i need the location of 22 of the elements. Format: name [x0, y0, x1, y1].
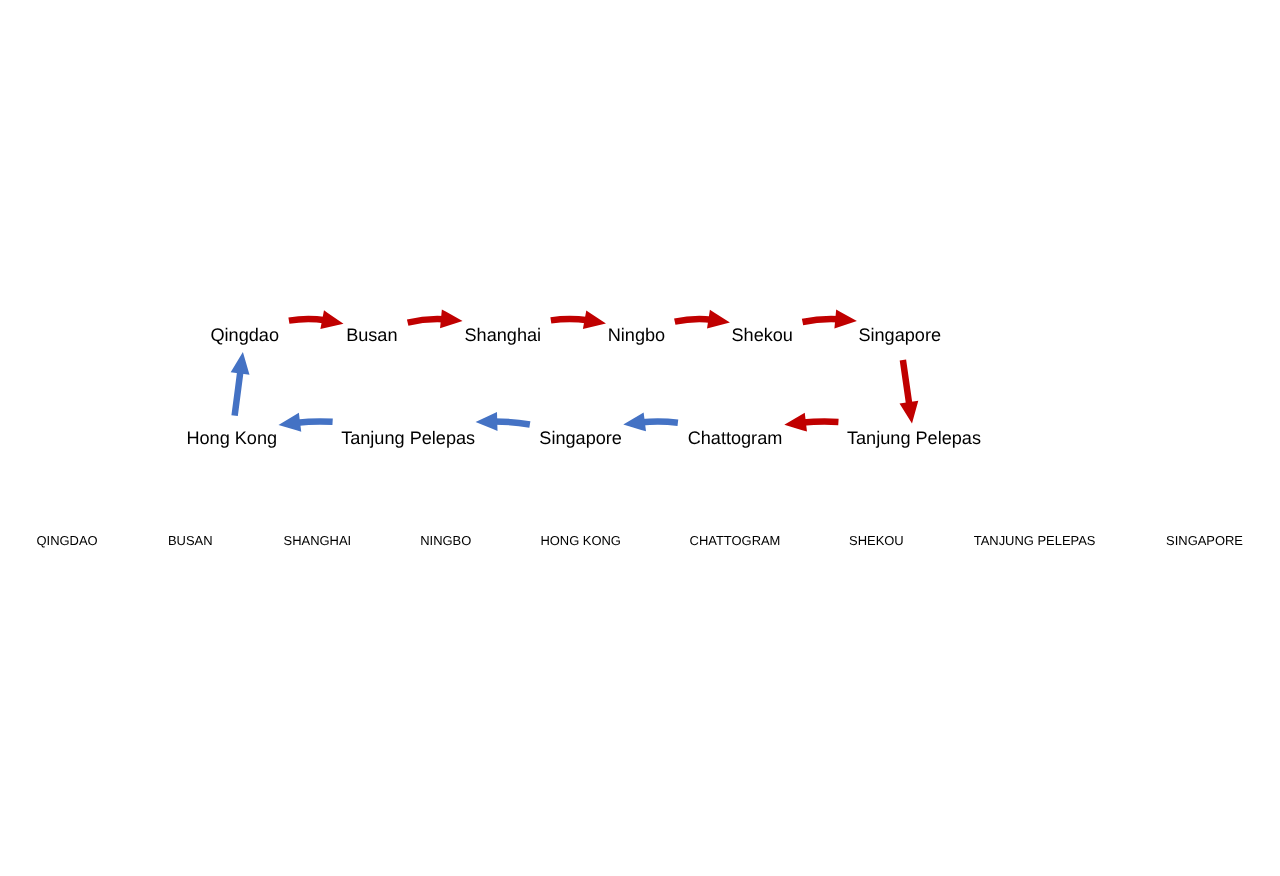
- arrow: [230, 350, 250, 416]
- arrow: [899, 358, 919, 423]
- arrow: [550, 309, 606, 329]
- node-text: Singapore: [858, 324, 942, 345]
- arrow: [288, 309, 344, 328]
- arrow: [784, 411, 839, 431]
- arrow: [801, 308, 857, 328]
- node-text: Chattogram: [687, 426, 783, 447]
- node-text: Singapore: [539, 426, 622, 447]
- node-text: Ningbo: [607, 324, 666, 345]
- arrow: [623, 411, 679, 431]
- arrow: [278, 411, 333, 431]
- node-text: Hong Kong: [186, 426, 278, 447]
- node-text: Shanghai: [464, 324, 542, 345]
- node-text: Tanjung Pelepas: [846, 426, 982, 447]
- arrow: [406, 308, 463, 328]
- node-text: Shekou: [731, 324, 793, 345]
- node-text: Qingdao: [210, 324, 279, 345]
- arrow: [475, 410, 531, 430]
- node-text: Busan: [346, 324, 398, 345]
- node-text: Tanjung Pelepas: [341, 426, 476, 447]
- arrow: [674, 308, 730, 328]
